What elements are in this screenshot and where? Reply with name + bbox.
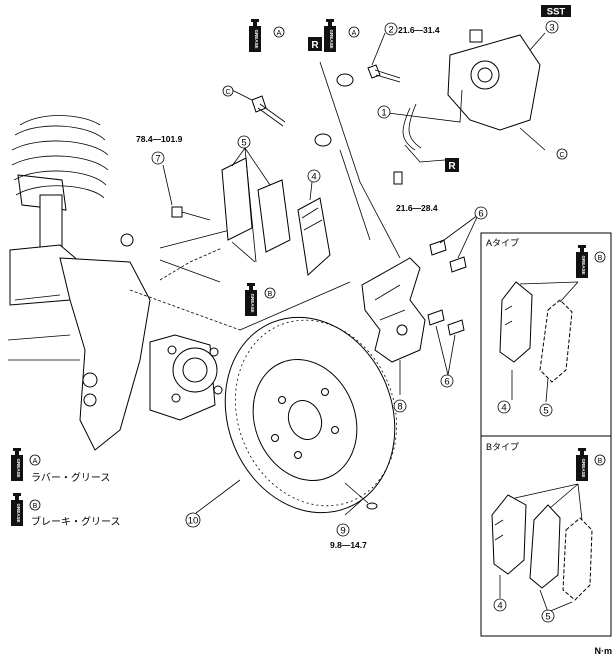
pad-and-shims: [221, 157, 331, 276]
legend-grease-can-b-icon: [11, 493, 23, 526]
legend-b: B ブレーキ・グリース: [11, 493, 121, 528]
caliper: [447, 29, 541, 131]
legend-a: A ラバー・グリース: [11, 448, 110, 484]
torque-98: 9.8—14.7: [330, 540, 367, 550]
svg-text:A: A: [33, 458, 38, 465]
r-badge-top: R: [308, 37, 322, 51]
svg-text:C: C: [559, 152, 564, 159]
svg-text:2: 2: [388, 25, 393, 36]
svg-text:B: B: [598, 458, 603, 465]
legend-grease-can-a-icon: [11, 448, 23, 481]
units-label: N·m: [595, 646, 613, 656]
callout-5: 5: [237, 135, 251, 149]
svg-text:1: 1: [381, 108, 386, 119]
callout-6-upper: 6: [474, 206, 488, 220]
svg-text:B: B: [33, 503, 38, 510]
panel-b-title: Bタイプ: [486, 442, 519, 452]
svg-text:5: 5: [543, 406, 548, 417]
panel-a-type: Aタイプ B 4 5: [480, 232, 612, 437]
callout-2: 2: [384, 22, 398, 36]
svg-text:8: 8: [397, 402, 402, 413]
callout-6-lower: 6: [440, 374, 454, 388]
callout-3: 3: [545, 20, 559, 34]
letter-a-top-right: A: [348, 26, 360, 38]
svg-text:A: A: [352, 30, 357, 37]
svg-text:C: C: [225, 89, 230, 96]
svg-text:4: 4: [311, 172, 316, 183]
brake-disc: [224, 316, 398, 514]
callout-7: 7: [151, 151, 165, 165]
svg-text:5: 5: [241, 138, 246, 149]
sst-badge-label: SST: [547, 7, 566, 18]
legend-a-text: ラバー・グリース: [31, 471, 110, 484]
grease-can-a-right-icon: [324, 19, 336, 52]
callout-4: 4: [307, 169, 321, 183]
svg-text:10: 10: [188, 516, 199, 527]
callout-1: 1: [377, 105, 391, 119]
svg-text:B: B: [268, 291, 273, 298]
panel-b-type: Bタイプ B 4 5: [480, 435, 612, 637]
svg-text:3: 3: [549, 23, 554, 34]
svg-text:7: 7: [155, 154, 160, 165]
callout-8: 8: [393, 399, 407, 413]
svg-text:B: B: [598, 255, 603, 262]
caliper-bracket: [361, 257, 426, 363]
legend-b-text: ブレーキ・グリース: [31, 515, 121, 528]
r-badge-lower-label: R: [448, 161, 456, 172]
torque-21a: 21.6—31.4: [398, 25, 440, 35]
svg-text:9: 9: [340, 526, 345, 537]
torque-78: 78.4—101.9: [136, 134, 183, 144]
letter-a-top-left: A: [273, 26, 285, 38]
r-badge-top-label: R: [311, 40, 319, 51]
panel-a-title: Aタイプ: [486, 238, 519, 248]
torque-21b: 21.6—28.4: [396, 203, 438, 213]
svg-text:A: A: [277, 30, 282, 37]
r-badge-lower: R: [445, 158, 459, 172]
letter-b-center: B: [264, 287, 276, 299]
grease-can-b-center-icon: [245, 283, 257, 316]
svg-text:4: 4: [501, 403, 506, 414]
leader-lines: [162, 32, 546, 516]
svg-text:5: 5: [545, 612, 550, 623]
strut-spring-assembly: [7, 115, 231, 451]
svg-text:6: 6: [478, 209, 483, 220]
grease-can-a-left-icon: [249, 19, 261, 52]
hardware: [171, 64, 467, 510]
letter-c-caliper: C: [556, 148, 568, 160]
sst-badge: SST: [541, 5, 571, 18]
letter-c-bolt: C: [222, 85, 234, 97]
svg-text:6: 6: [444, 377, 449, 388]
svg-text:4: 4: [497, 601, 502, 612]
callout-9: 9: [336, 523, 350, 537]
callout-10: 10: [185, 512, 201, 528]
